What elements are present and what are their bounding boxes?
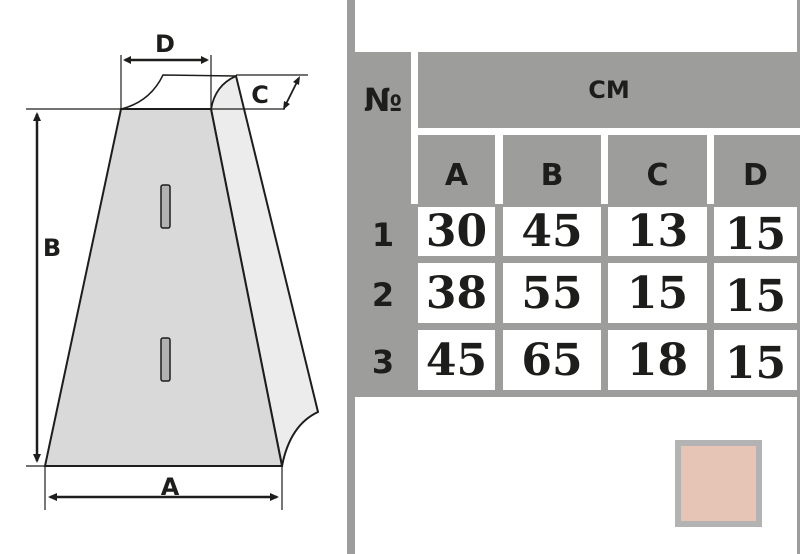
panel-left-border	[347, 0, 355, 554]
product-dimension-diagram: D C B A	[26, 30, 320, 510]
table-cell: 15	[714, 330, 797, 390]
slot-bottom	[160, 337, 171, 382]
table-cell: 13	[608, 206, 707, 257]
label-b: B	[43, 234, 61, 262]
divider	[495, 135, 503, 204]
column-header-c: C	[646, 157, 669, 193]
label-a: A	[161, 473, 180, 501]
divider	[707, 135, 714, 204]
dimension-arrow-c	[284, 79, 299, 107]
row-number: 3	[371, 343, 395, 381]
table-cell: 45	[503, 206, 601, 257]
table-cell: 18	[608, 330, 707, 390]
table-cell: 45	[418, 330, 495, 390]
column-header-d: D	[743, 157, 768, 193]
unit-header: СМ	[588, 76, 630, 104]
label-c: C	[251, 81, 269, 109]
label-d: D	[155, 30, 175, 58]
column-header-b: B	[540, 157, 564, 193]
slot-top	[160, 184, 171, 229]
table-cell: 30	[418, 206, 495, 257]
table-cell: 15	[608, 263, 707, 323]
row-number: 1	[371, 215, 395, 254]
number-header: №	[363, 81, 403, 119]
divider	[601, 135, 608, 204]
dimension-lines	[26, 55, 308, 510]
row-number: 2	[371, 276, 395, 314]
divider	[418, 128, 800, 135]
table-cell: 15	[714, 263, 797, 323]
top-flap	[120, 74, 237, 110]
table-cell: 65	[503, 330, 601, 390]
table-cell: 38	[418, 263, 495, 323]
table-cell: 55	[503, 263, 601, 323]
table-cell: 15	[714, 207, 797, 260]
color-swatch	[675, 440, 762, 527]
column-header-a: A	[444, 157, 469, 193]
divider	[411, 52, 418, 204]
